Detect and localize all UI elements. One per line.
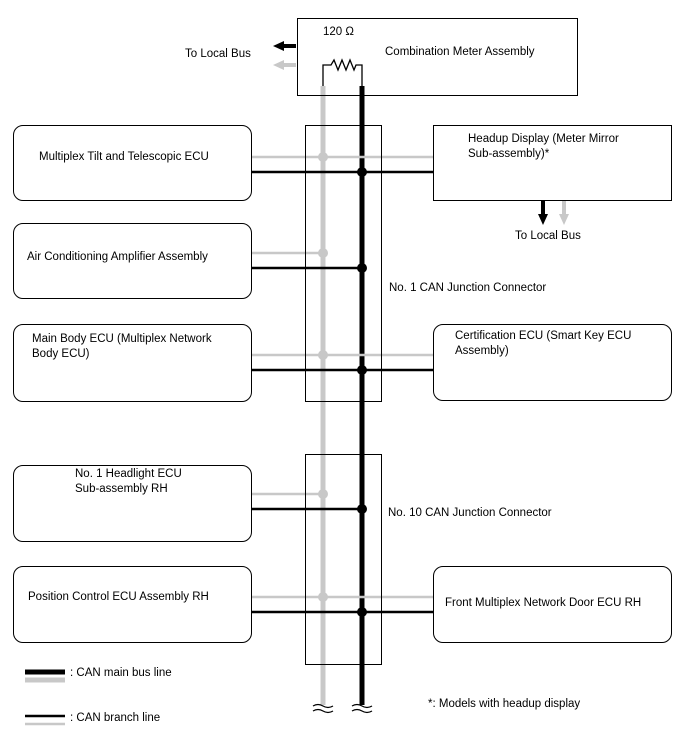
local-bus-arrow-right (538, 200, 569, 225)
jc1-label: No. 1 CAN Junction Connector (389, 282, 547, 294)
ecu-front-door (433, 566, 672, 643)
jc10-label: No. 10 CAN Junction Connector (388, 507, 552, 519)
legend-branch-line (25, 714, 65, 726)
terminator-resistor (322, 58, 363, 86)
ecu-door-label: Front Multiplex Network Door ECU RH (445, 597, 642, 609)
ecu-headup-display (433, 125, 672, 201)
ecu-hud-label: Headup Display (Meter Mirror Sub-assembl… (468, 133, 619, 160)
resistor-label: 120 Ω (323, 26, 354, 38)
ecu-body-label: Main Body ECU (Multiplex Network Body EC… (32, 333, 212, 360)
junction-connector-1 (305, 125, 382, 402)
bus-break-symbols (312, 703, 373, 714)
legend-branch-label: : CAN branch line (70, 712, 161, 724)
ecu-headlight-label: No. 1 Headlight ECU Sub-assembly RH (75, 468, 182, 495)
ecu-tilt-label: Multiplex Tilt and Telescopic ECU (39, 151, 209, 163)
ecu-cert-label: Certification ECU (Smart Key ECU Assembl… (455, 330, 632, 357)
legend-main-label: : CAN main bus line (70, 667, 172, 679)
ecu-position-control (13, 566, 252, 643)
meter-label: Combination Meter Assembly (385, 46, 535, 58)
ecu-headlight (13, 465, 252, 542)
ecu-certification (433, 324, 672, 401)
junction-connector-10 (305, 454, 382, 665)
local-bus-arrow-top (273, 41, 296, 70)
junction-dots (318, 152, 367, 617)
footnote: *: Models with headup display (428, 698, 581, 710)
ecu-position-label: Position Control ECU Assembly RH (28, 591, 209, 603)
combination-meter-box (297, 18, 578, 96)
to-local-bus-top-label: To Local Bus (185, 48, 251, 60)
ecu-air-conditioning (13, 223, 252, 299)
legend-main-line (25, 669, 65, 683)
ecu-ac-label: Air Conditioning Amplifier Assembly (27, 251, 208, 263)
ecu-main-body (13, 324, 252, 402)
to-local-bus-right-label: To Local Bus (515, 230, 581, 242)
ecu-tilt-telescopic (13, 125, 252, 201)
